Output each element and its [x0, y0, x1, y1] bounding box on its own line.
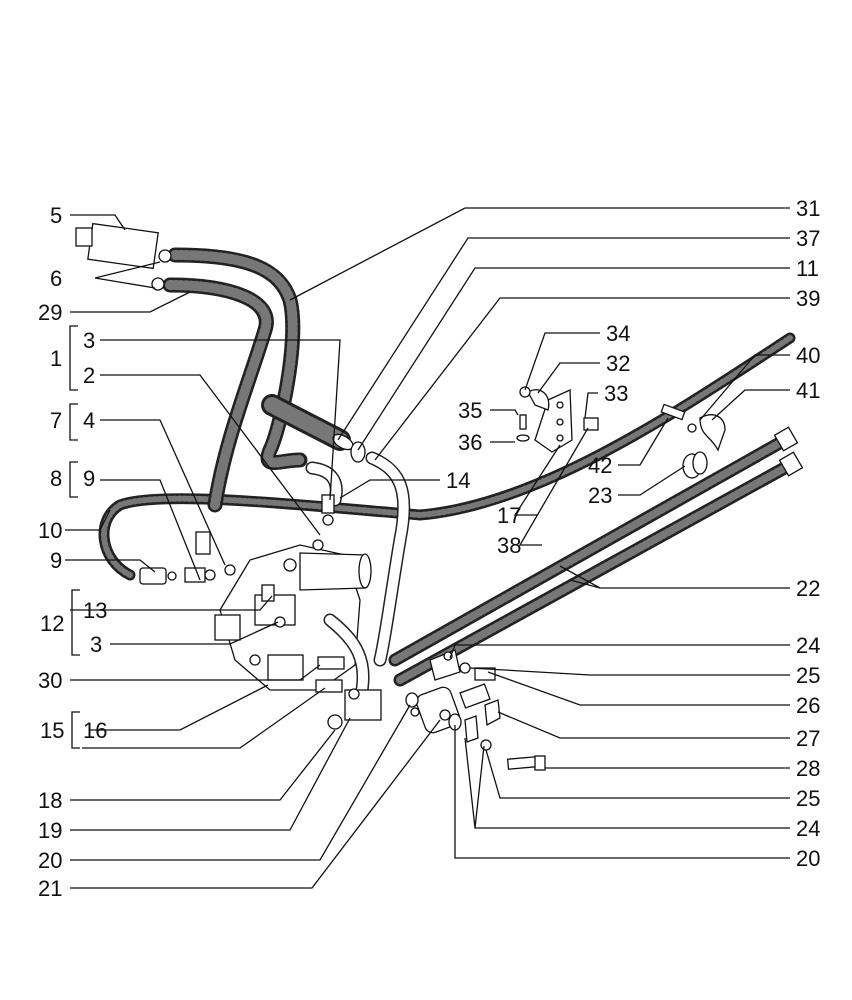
tube-11 — [350, 441, 411, 667]
callout-33: 33 — [604, 381, 628, 406]
callout-30: 30 — [38, 668, 62, 693]
callout-14: 14 — [446, 468, 470, 493]
callout-40: 40 — [796, 343, 820, 368]
callout-20-right: 20 — [796, 846, 820, 871]
clamp-41-group — [660, 403, 726, 479]
callout-24-lower: 24 — [796, 816, 820, 841]
callout-10: 10 — [38, 518, 62, 543]
callout-8: 8 — [50, 466, 62, 491]
callout-13: 13 — [83, 598, 107, 623]
callout-labels: 5 6 29 1 3 2 7 4 8 9 10 9 12 13 3 30 15 … — [38, 196, 820, 901]
callout-7: 7 — [50, 408, 62, 433]
callout-34: 34 — [606, 321, 630, 346]
callout-22: 22 — [796, 576, 820, 601]
callout-4: 4 — [83, 408, 95, 433]
exploded-view-artwork — [75, 222, 804, 771]
elbow-pipe — [323, 613, 382, 730]
callout-23: 23 — [588, 483, 612, 508]
callout-11: 11 — [796, 256, 819, 281]
group-brackets — [69, 325, 80, 749]
callout-35: 35 — [458, 398, 482, 423]
callout-17: 17 — [497, 503, 521, 528]
callout-39: 39 — [796, 286, 820, 311]
tube-14 — [305, 461, 343, 507]
callout-6: 6 — [50, 266, 62, 291]
callout-9-lower: 9 — [50, 548, 62, 573]
callout-27: 27 — [796, 726, 820, 751]
valve-block-5 — [75, 222, 172, 291]
hose-29-pair — [162, 247, 308, 513]
callout-20-left: 20 — [38, 848, 62, 873]
flange-assembly — [405, 649, 546, 771]
leader-lines — [65, 207, 790, 889]
callout-16: 16 — [83, 718, 107, 743]
callout-36: 36 — [458, 430, 482, 455]
callout-41: 41 — [796, 378, 820, 403]
callout-21: 21 — [38, 876, 62, 901]
callout-18: 18 — [38, 788, 62, 813]
callout-25-lower: 25 — [796, 786, 820, 811]
hose-31 — [261, 394, 354, 451]
callout-19: 19 — [38, 818, 62, 843]
callout-42: 42 — [588, 453, 612, 478]
callout-9-upper: 9 — [83, 466, 95, 491]
callout-2: 2 — [83, 363, 95, 388]
callout-26: 26 — [796, 693, 820, 718]
callout-12: 12 — [40, 611, 64, 636]
hoses-22 — [388, 426, 804, 687]
callout-37: 37 — [796, 226, 820, 251]
callout-3-top: 3 — [83, 328, 95, 353]
callout-31: 31 — [796, 196, 820, 221]
callout-25-upper: 25 — [796, 663, 820, 688]
callout-32: 32 — [606, 351, 630, 376]
callout-28: 28 — [796, 756, 820, 781]
callout-15: 15 — [40, 718, 64, 743]
hose-10 — [98, 332, 796, 581]
callout-1: 1 — [50, 346, 62, 371]
callout-24-upper: 24 — [796, 633, 820, 658]
callout-38: 38 — [497, 533, 521, 558]
pump-body-12 — [214, 544, 372, 693]
callout-29: 29 — [38, 300, 62, 325]
callout-5: 5 — [50, 203, 62, 228]
callout-3-lower: 3 — [90, 632, 102, 657]
bracket-17 — [516, 386, 599, 453]
